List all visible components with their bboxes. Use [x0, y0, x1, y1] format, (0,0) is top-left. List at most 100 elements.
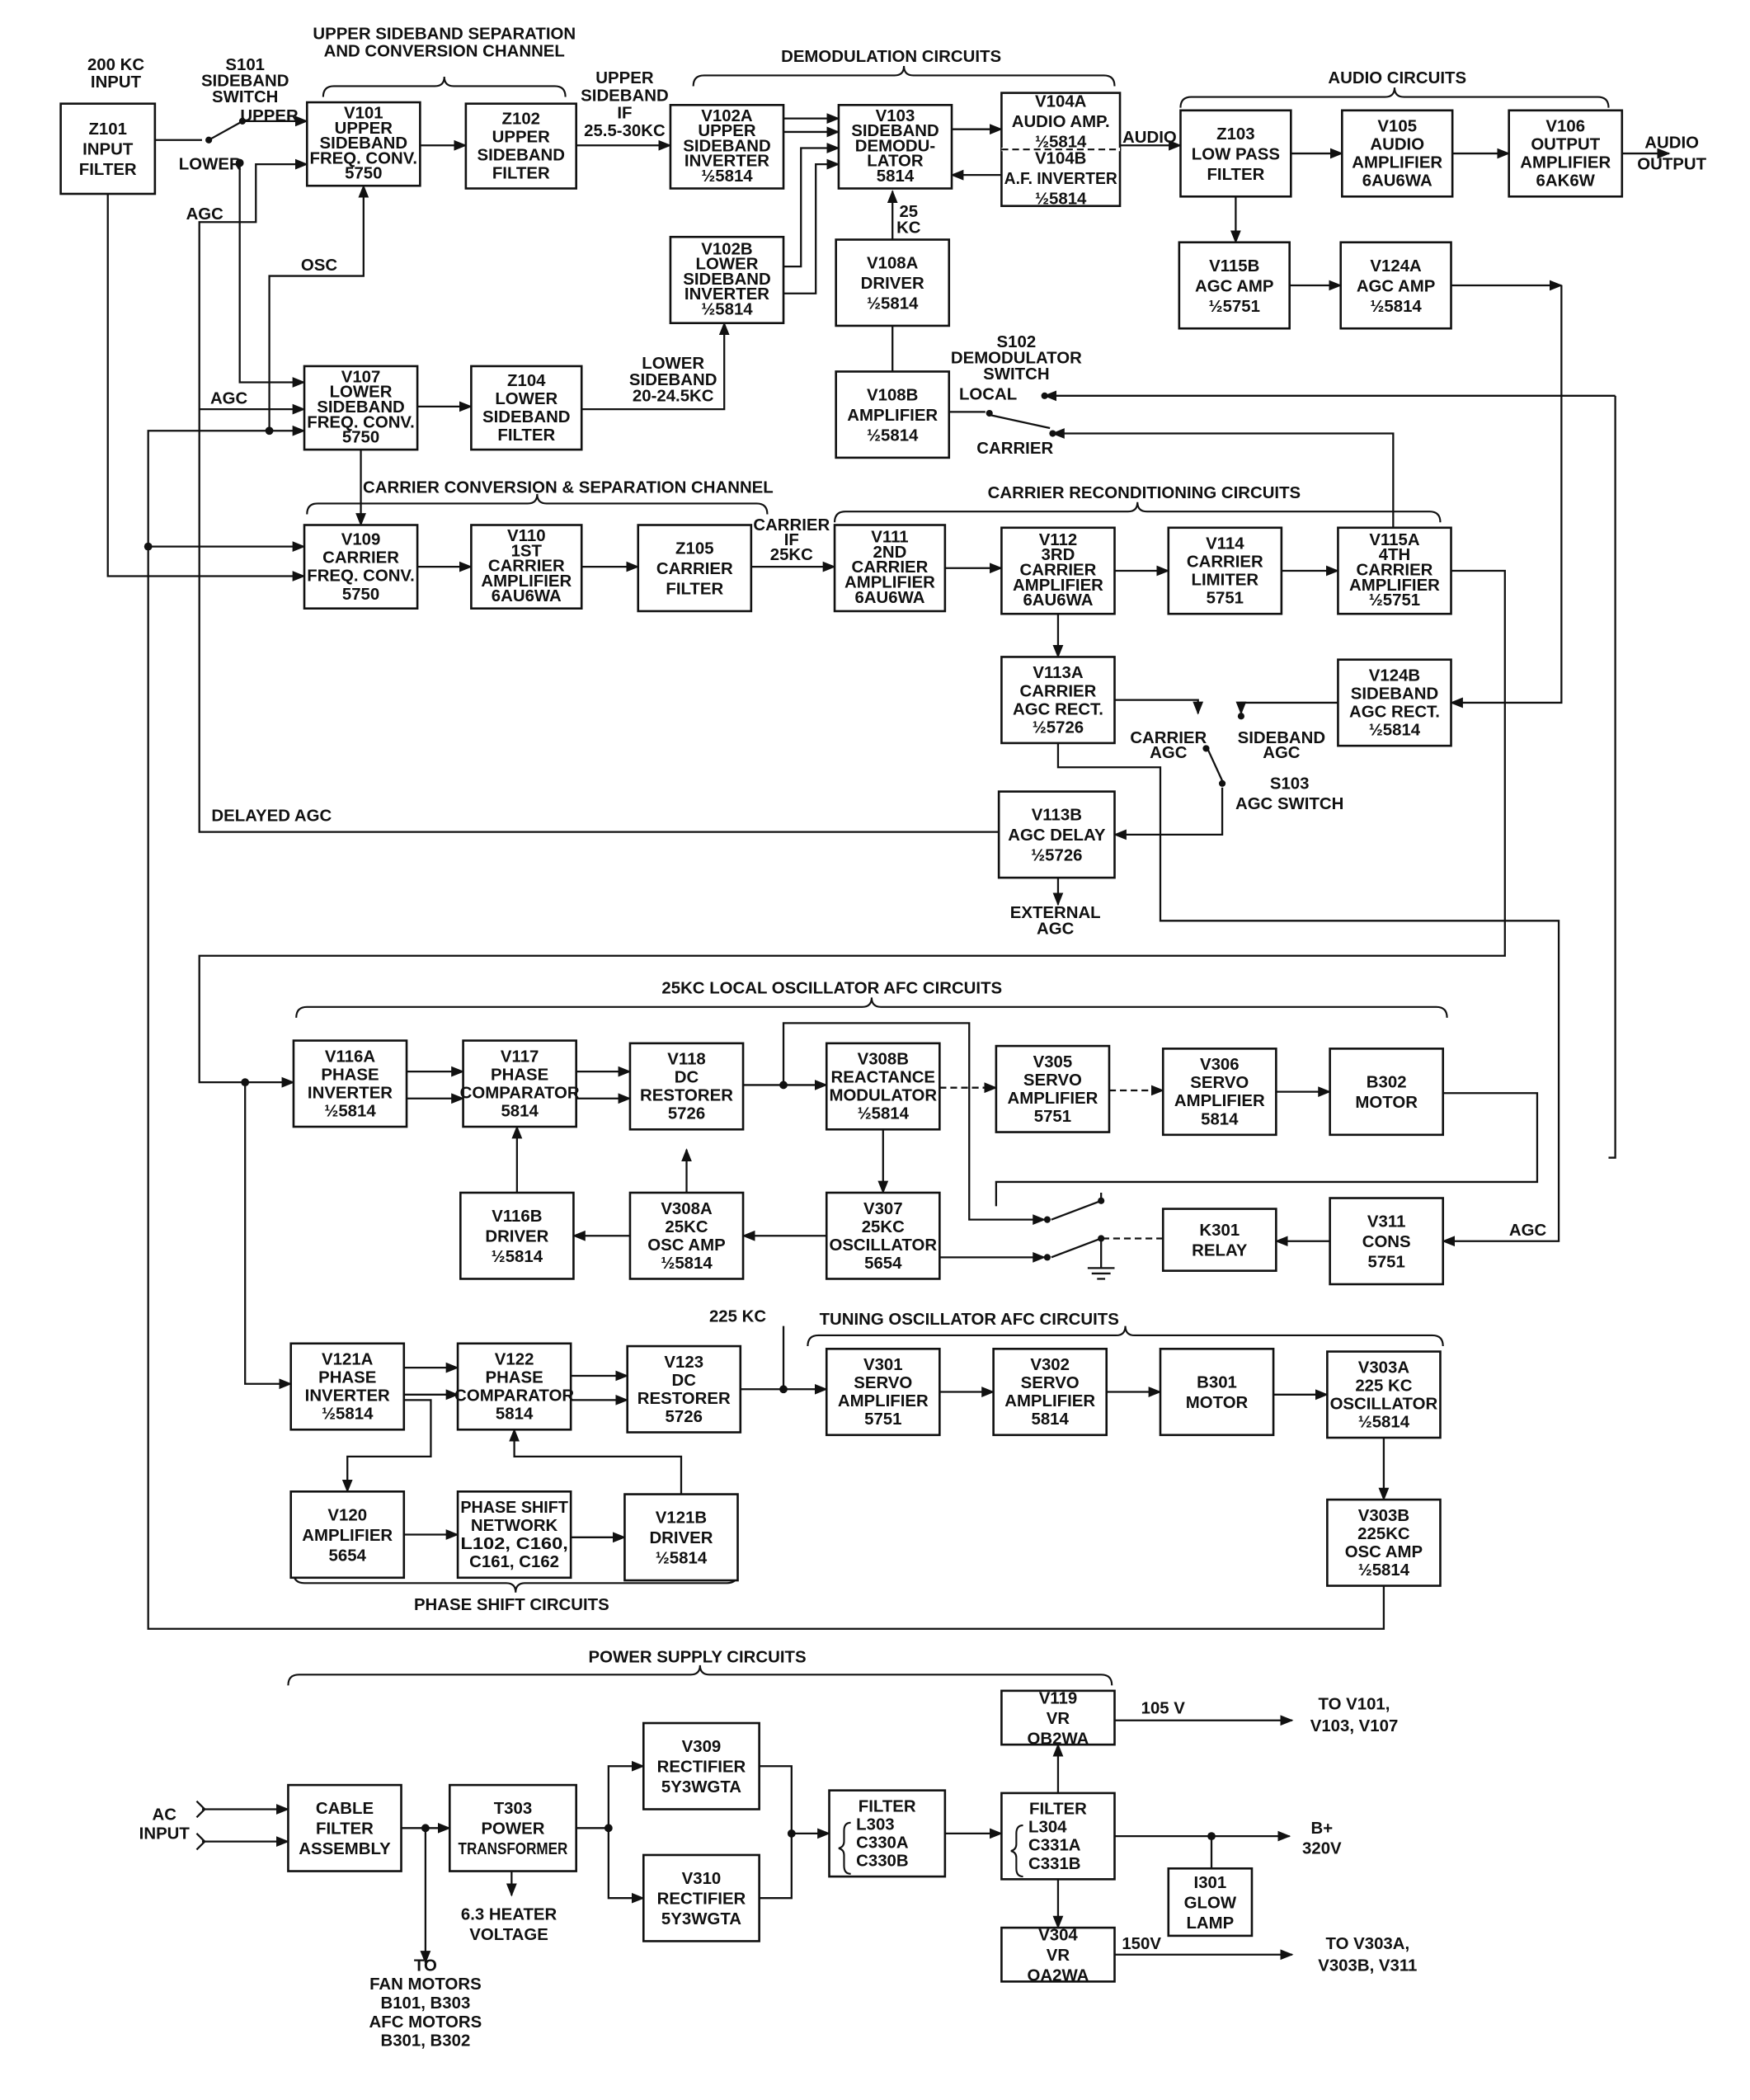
signal-line	[1207, 747, 1224, 782]
block-text: 3RD	[1042, 546, 1075, 564]
heading-power: POWER SUPPLY CIRCUITS	[589, 1649, 807, 1667]
block-text: 25KC	[665, 1218, 708, 1236]
label-s101: SWITCH	[212, 88, 278, 106]
signal-line	[1051, 1237, 1102, 1259]
block-text: V308B	[858, 1051, 909, 1069]
junction-dot	[265, 426, 274, 436]
block-text: DRIVER	[485, 1228, 548, 1246]
block-text: 6AK6W	[1536, 172, 1596, 191]
block-text: V305	[1033, 1053, 1073, 1071]
block-text: LIMITER	[1192, 572, 1259, 590]
block-text: 5814	[877, 167, 915, 186]
block-text: L303	[856, 1815, 894, 1834]
block-text: RELAY	[1192, 1242, 1248, 1260]
block-text: V118	[667, 1051, 705, 1069]
block-text: AMPLIFIER	[1013, 577, 1103, 595]
block-text: V308A	[661, 1200, 713, 1218]
label-usbif: 25.5-30KC	[584, 122, 666, 140]
block-text: AGC AMP	[1357, 277, 1436, 295]
block-text: CARRIER	[656, 560, 733, 578]
label-extagc: AGC	[1037, 921, 1075, 939]
brace-demod	[692, 65, 1116, 87]
block-text: 5814	[501, 1102, 539, 1120]
ac-terminal-icon	[195, 1800, 206, 1819]
block-text: OSC AMP	[1345, 1543, 1423, 1561]
signal-line	[783, 143, 840, 268]
junction-dot	[143, 542, 153, 551]
block-text: ASSEMBLY	[299, 1840, 391, 1858]
block-text: ½5726	[1033, 718, 1084, 737]
block-text: V124B	[1369, 666, 1420, 685]
block-text: Z105	[675, 540, 713, 558]
block-text: SIDEBAND	[482, 408, 571, 426]
block-text: C331A	[1028, 1837, 1081, 1855]
block-text: ½5814	[322, 1405, 374, 1424]
block-text: RESTORER	[637, 1390, 731, 1408]
block-text: ½5814	[1358, 1413, 1410, 1431]
signal-line	[1113, 787, 1224, 840]
block-text: V111	[871, 529, 908, 547]
block-text: V109	[341, 531, 381, 549]
block-text: AGC RECT.	[1349, 704, 1440, 722]
ac-terminal-icon	[195, 1833, 206, 1851]
block-text: MODULATOR	[829, 1087, 937, 1105]
block-text: ½5814	[1358, 1561, 1410, 1580]
block-text: 225KC	[1357, 1525, 1410, 1543]
block-text: C330A	[856, 1834, 909, 1852]
junction-dot	[1098, 1235, 1105, 1242]
block-text: ½5814	[1035, 134, 1087, 152]
brace-phase	[292, 1572, 739, 1593]
block-text: B301	[1197, 1374, 1237, 1392]
block-text: V310	[682, 1870, 722, 1888]
label-input200: 200 KC	[87, 56, 144, 74]
block-text: CARRIER	[488, 558, 565, 576]
block-text: DRIVER	[861, 275, 924, 293]
block-text: 5654	[329, 1547, 367, 1565]
block-text: V301	[863, 1356, 903, 1374]
label-s103: S103	[1270, 775, 1310, 793]
block-text: 5751	[1034, 1108, 1071, 1126]
label-kc25: KC	[896, 219, 921, 237]
label-fan: TO	[414, 1956, 437, 1975]
block-text: V119	[1039, 1689, 1078, 1707]
block-text: SIDEBAND	[320, 134, 408, 153]
junction-dot	[604, 1824, 613, 1833]
signal-line	[783, 158, 840, 294]
block-text: LAMP	[1186, 1914, 1234, 1933]
junction-dot	[787, 1829, 796, 1838]
block-text: 5750	[342, 586, 379, 604]
label-caragc: AGC	[1150, 744, 1188, 762]
label-usbif: UPPER	[595, 69, 654, 87]
brace-usb	[322, 76, 567, 97]
block-text: PHASE	[485, 1369, 543, 1387]
brace-lo	[295, 997, 1448, 1018]
block-text: V103	[876, 107, 915, 125]
signal-line	[244, 1082, 293, 1390]
block-text: 6AU6WA	[1023, 591, 1093, 610]
block-text: AMPLIFIER	[1520, 154, 1611, 172]
block-text: 2ND	[873, 544, 907, 562]
label-carif: IF	[784, 531, 799, 549]
signal-line	[198, 569, 1506, 1088]
label-osc: OSC	[301, 257, 337, 275]
block-text: V113A	[1033, 664, 1083, 682]
label-agc3: AGC	[1509, 1222, 1547, 1240]
block-text: V105	[1377, 118, 1417, 136]
block-text: DEMODU-	[855, 137, 935, 155]
block-text: 5751	[864, 1410, 901, 1429]
label-s102: DEMODULATOR	[951, 350, 1082, 368]
label-sbagc: SIDEBAND	[1238, 729, 1326, 747]
